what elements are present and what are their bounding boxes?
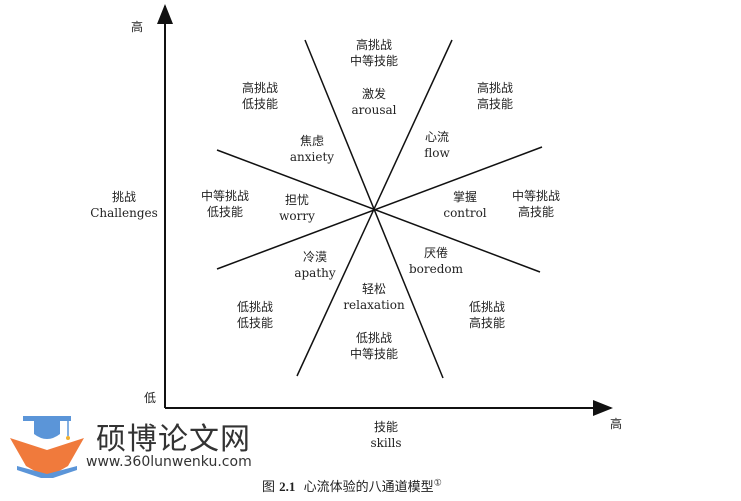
label-text: 高技能 bbox=[468, 316, 506, 330]
label-cn: 高挑战 bbox=[241, 81, 279, 95]
label-text: 中等技能 bbox=[349, 54, 399, 68]
label-cn: 高挑战 bbox=[476, 81, 514, 95]
x-axis-label: 技能 skills bbox=[370, 419, 401, 451]
y-axis-label: 挑战 Challenges bbox=[90, 189, 158, 221]
label-text: 高技能 bbox=[476, 97, 514, 111]
region-high-challenge-low-skill: 高挑战低技能 bbox=[242, 80, 278, 112]
region-mid-challenge-low-skill: 中等挑战低技能 bbox=[201, 188, 249, 220]
graduation-book-icon bbox=[10, 416, 84, 478]
label-text: control bbox=[443, 206, 487, 220]
label-text: 心流体验的八通道模型 bbox=[303, 480, 434, 495]
label-text: arousal bbox=[351, 103, 397, 117]
label-text: 高技能 bbox=[517, 205, 555, 219]
label-cn: 心流 bbox=[424, 130, 449, 144]
label-text: 图 bbox=[262, 480, 276, 495]
region-high-challenge-high-skill: 高挑战高技能 bbox=[477, 80, 513, 112]
x-axis-label-cn: 技能 bbox=[373, 420, 399, 434]
state-apathy: 冷漠 apathy bbox=[294, 249, 335, 281]
label-cn: 激发 bbox=[361, 87, 386, 101]
label-text: relaxation bbox=[343, 298, 405, 312]
label-text: 低技能 bbox=[206, 205, 244, 219]
label-cn: 焦虑 bbox=[299, 134, 325, 148]
state-arousal: 激发 arousal bbox=[352, 86, 397, 118]
label-cn: 低挑战 bbox=[236, 300, 274, 314]
y-axis-high-label: 高 bbox=[130, 20, 144, 34]
watermark-url: www.360lunwenku.com bbox=[86, 454, 252, 470]
y-axis-label-cn: 挑战 bbox=[111, 190, 137, 204]
label-cn: 掌握 bbox=[452, 190, 478, 204]
region-low-challenge-mid-skill: 低挑战中等技能 bbox=[350, 330, 398, 362]
x-axis-high-label: 高 bbox=[609, 417, 623, 431]
region-high-challenge-mid-skill: 高挑战中等技能 bbox=[350, 37, 398, 69]
label-text: 低技能 bbox=[241, 97, 279, 111]
region-low-challenge-high-skill: 低挑战高技能 bbox=[469, 299, 505, 331]
state-relaxation: 轻松 relaxation bbox=[343, 281, 404, 313]
x-axis-low-label: 低 bbox=[143, 391, 157, 405]
label-cn: 冷漠 bbox=[302, 250, 328, 264]
state-boredom: 厌倦 boredom bbox=[409, 245, 463, 277]
label-cn: 担忧 bbox=[284, 193, 309, 207]
figure-caption: 图 2.1 心流体验的八通道模型① bbox=[262, 476, 442, 495]
label-cn: 高挑战 bbox=[355, 38, 393, 52]
label-cn: 厌倦 bbox=[423, 246, 448, 260]
state-worry: 担忧 worry bbox=[279, 192, 315, 224]
label-cn: 中等挑战 bbox=[200, 189, 250, 203]
channel-line bbox=[296, 39, 453, 377]
label-text: anxiety bbox=[289, 150, 335, 164]
watermark-title: 硕博论文网 bbox=[96, 422, 251, 457]
state-flow: 心流 flow bbox=[424, 129, 450, 161]
label-text: flow bbox=[424, 146, 450, 160]
channel-line bbox=[216, 149, 541, 273]
channel-line bbox=[216, 146, 543, 270]
label-text: 低技能 bbox=[236, 316, 274, 330]
label-cn: 中等挑战 bbox=[511, 189, 561, 203]
label-text: ① bbox=[433, 478, 442, 489]
label-text: apathy bbox=[294, 266, 336, 280]
x-axis-label-en: skills bbox=[370, 436, 402, 450]
region-mid-challenge-high-skill: 中等挑战高技能 bbox=[512, 188, 560, 220]
region-low-challenge-low-skill: 低挑战低技能 bbox=[237, 299, 273, 331]
state-control: 掌握 control bbox=[443, 189, 486, 221]
watermark-logo: 硕博论文网 www.360lunwenku.com bbox=[10, 408, 270, 478]
label-text: 2.1 bbox=[279, 479, 296, 494]
label-cn: 轻松 bbox=[361, 282, 386, 296]
label-text: 中等技能 bbox=[349, 347, 399, 361]
label-text: worry bbox=[279, 209, 315, 223]
label-cn: 低挑战 bbox=[355, 331, 393, 345]
label-cn: 低挑战 bbox=[468, 300, 506, 314]
label-text: boredom bbox=[408, 262, 464, 276]
state-anxiety: 焦虑 anxiety bbox=[290, 133, 334, 165]
y-axis-label-en: Challenges bbox=[90, 206, 158, 220]
